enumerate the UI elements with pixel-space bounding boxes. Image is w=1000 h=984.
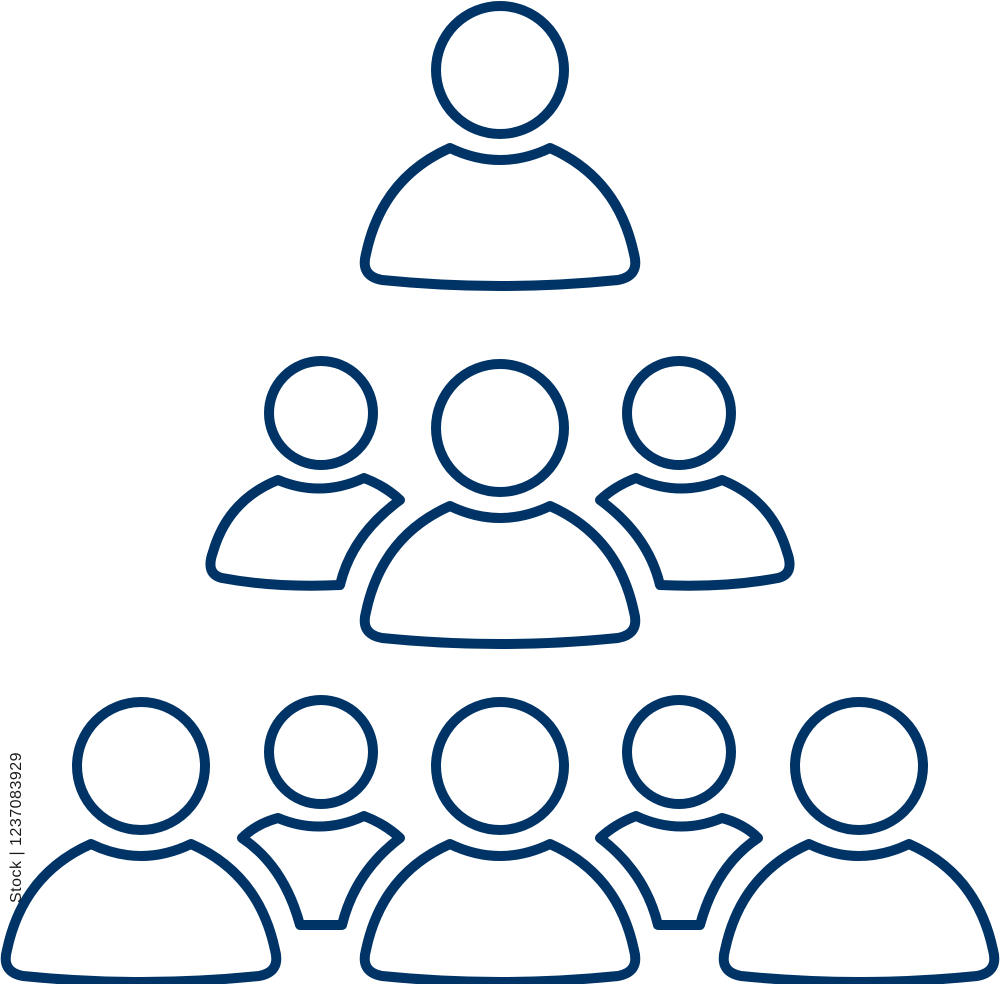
person-icon-bottom-inner-left <box>237 695 405 930</box>
person-icon-middle-right <box>595 356 795 591</box>
person-icon-bottom-far-left <box>6 702 277 982</box>
person-icon-bottom-far-right <box>724 702 995 982</box>
person-icon-bottom-inner-right <box>595 695 763 930</box>
stock-id-caption: Stock | 1237083929 <box>8 751 25 904</box>
person-icon-bottom-center <box>365 702 636 982</box>
person-icon-middle-left <box>205 356 405 591</box>
person-icon-middle-center <box>365 364 636 644</box>
person-icon-top <box>365 6 636 286</box>
